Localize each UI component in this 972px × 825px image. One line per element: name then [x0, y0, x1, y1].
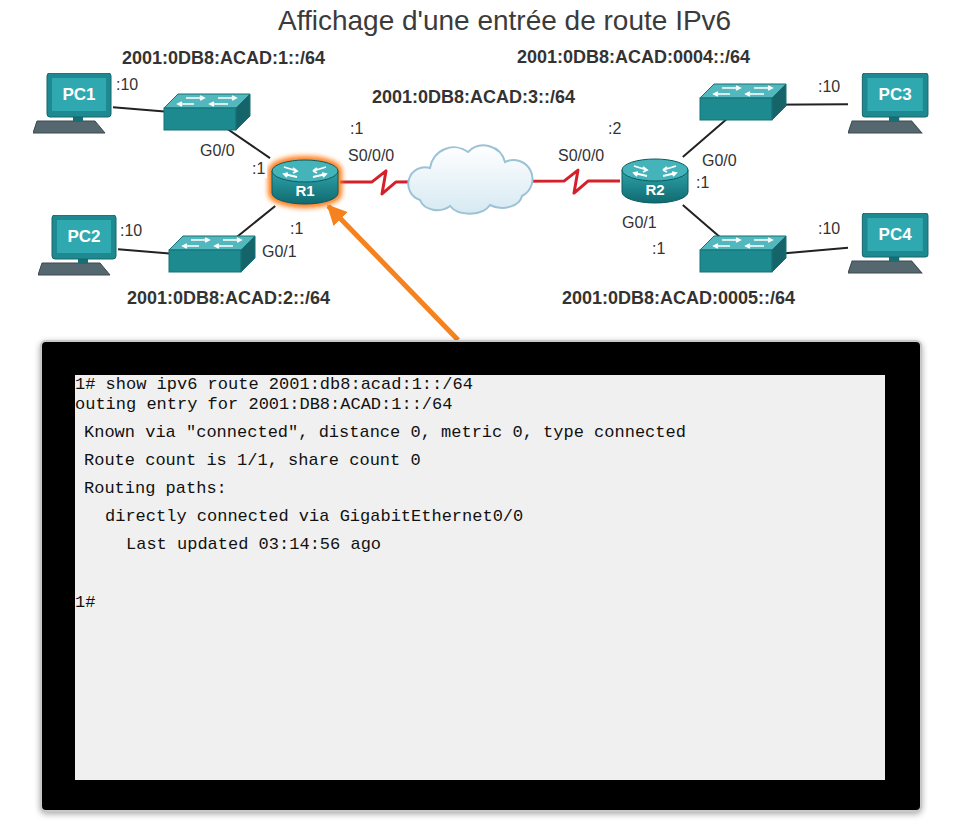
device-name: PC3 [867, 78, 922, 111]
wan-cloud [408, 145, 532, 213]
pc-monitor [47, 73, 111, 117]
device-name: PC4 [867, 218, 922, 251]
subnet-label: 2001:0DB8:ACAD:0004::/64 [515, 47, 752, 68]
interface-label: :10 [118, 222, 144, 240]
router-top [272, 160, 338, 182]
pc-icon: PC4 [848, 213, 930, 275]
interface-label: S0/0/0 [556, 147, 606, 165]
interface-label: :10 [816, 78, 842, 96]
terminal-line: Route count is 1/1, share count 0 [84, 451, 421, 471]
switch-icon [700, 236, 786, 272]
pc-monitor [52, 215, 116, 259]
interface-label: G0/1 [260, 243, 299, 261]
interface-label: :1 [250, 160, 267, 178]
pc-keyboard [848, 261, 922, 273]
router-arrows [284, 167, 326, 177]
subnet-label: 2001:0DB8:ACAD:3::/64 [370, 87, 577, 108]
terminal-line: 1# show ipv6 route 2001:db8:acad:1::/64 [75, 375, 473, 395]
pc-monitor [862, 73, 928, 117]
interface-label: G0/0 [700, 152, 739, 170]
switch-icon [164, 94, 250, 130]
terminal-line: directly connected via GigabitEthernet0/… [105, 507, 523, 527]
router-arrows [634, 166, 676, 176]
subnet-label: 2001:0DB8:ACAD:2::/64 [125, 288, 332, 309]
pc-monitor [862, 213, 928, 257]
pc-keyboard [848, 121, 922, 133]
switch-icon [700, 84, 786, 120]
pc-keyboard [33, 121, 105, 133]
subnet-label: 2001:0DB8:ACAD:1::/64 [120, 48, 327, 69]
interface-label: :10 [114, 76, 140, 94]
terminal-line: Last updated 03:14:56 ago [126, 535, 381, 555]
terminal-line: Routing paths: [84, 479, 227, 499]
pc-keyboard [38, 263, 110, 275]
router-icon: R2 [620, 157, 690, 205]
device-name: R2 [620, 181, 690, 199]
pc-screen [867, 78, 922, 111]
interface-label: :1 [694, 174, 711, 192]
interface-label: S0/0/0 [346, 147, 396, 165]
terminal-line: Known via "connected", distance 0, metri… [84, 423, 686, 443]
interface-label: :10 [816, 220, 842, 238]
interface-label: :1 [650, 240, 667, 258]
pc-screen [52, 78, 106, 111]
device-name: R1 [270, 182, 340, 200]
interface-label: :1 [288, 220, 305, 238]
pc-icon: PC1 [33, 73, 113, 135]
terminal-screen: 1# show ipv6 route 2001:db8:acad:1::/64o… [75, 375, 885, 780]
interface-label: G0/0 [198, 142, 237, 160]
interface-label: G0/1 [620, 214, 659, 232]
pc-icon: PC2 [38, 215, 118, 277]
device-name: PC2 [57, 220, 111, 253]
device-name: PC1 [52, 78, 106, 111]
pc-screen [57, 220, 111, 253]
router-icon: R1 [270, 158, 340, 206]
pointer-arrow [328, 206, 458, 340]
terminal-window: 1# show ipv6 route 2001:db8:acad:1::/64o… [40, 340, 922, 812]
pc-screen [867, 218, 922, 251]
interface-label: :2 [606, 120, 623, 138]
terminal-line: outing entry for 2001:DB8:ACAD:1::/64 [75, 395, 452, 415]
terminal-line: 1# [75, 593, 95, 613]
subnet-label: 2001:0DB8:ACAD:0005::/64 [560, 288, 797, 309]
pc-icon: PC3 [848, 73, 930, 135]
diagram-title: Affichage d'une entrée de route IPv6 [278, 4, 731, 38]
router-top [622, 159, 688, 181]
interface-label: :1 [348, 120, 365, 138]
switch-icon [169, 236, 255, 272]
